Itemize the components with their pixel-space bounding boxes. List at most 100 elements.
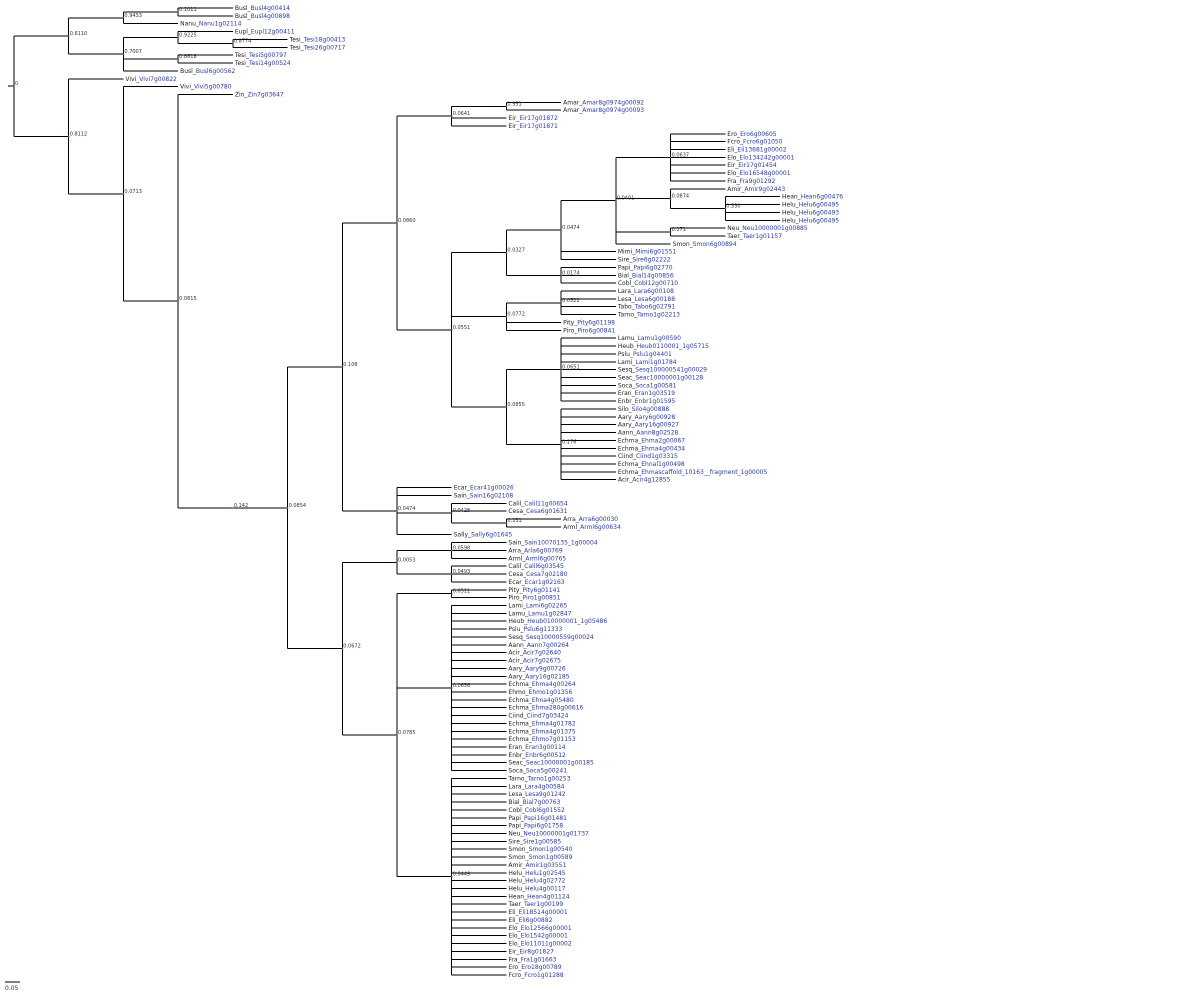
node-marker — [177, 300, 179, 302]
node-marker — [450, 573, 453, 575]
leaf-label: Lara_Lara4g00584 — [508, 783, 564, 790]
leaf-label: Taer_Taer1g01157 — [726, 233, 782, 240]
leaf-label: Arml_Arml6g00634 — [563, 524, 621, 531]
leaf-label: Papi_Papi6g01758 — [508, 823, 563, 830]
leaf-label: Eir_Eir8g01827 — [508, 948, 554, 955]
node-marker — [669, 231, 672, 233]
node-marker — [122, 193, 125, 195]
leaf-label: Amir_Amir9g02443 — [727, 186, 785, 193]
leaf-label: Acir_Acir7g02640 — [508, 650, 561, 657]
leaf-label: Papi_Papi16g01481 — [508, 815, 567, 822]
leaf-label: Heub_Heub010000001_1g05486 — [508, 618, 607, 625]
leaf-label: Vivi_Vivi5g00780 — [180, 84, 232, 91]
leaf-label: Elo_Elo11011g00002 — [508, 941, 571, 948]
leaf-label: Amir_Amir1g03551 — [508, 862, 566, 869]
node-marker — [286, 507, 289, 509]
node-marker — [341, 366, 344, 368]
leaf-label: Tarno_Tarno1g02213 — [617, 312, 680, 319]
leaf-label: Busl_Busl4g00898 — [235, 13, 290, 20]
leaf-label: Tesi_Tesi5g00797 — [234, 52, 287, 59]
support-value: 0.131 — [507, 518, 521, 524]
support-value: 0.0598 — [453, 545, 471, 551]
leaf-label: Acir_Acir4g12855 — [618, 477, 671, 484]
node-marker — [560, 368, 562, 371]
leaf-label: Helu_Helu4g00117 — [508, 886, 565, 893]
support-value: 0.176 — [562, 439, 576, 445]
node-marker — [232, 507, 234, 509]
node-marker — [396, 734, 398, 737]
leaf-label: Ciind_Ciind7g03424 — [508, 713, 568, 720]
leaf-label: Helu_Helu6g00493 — [782, 209, 839, 216]
leaf-label: Heub_Heub0110001_1g05715 — [618, 343, 709, 350]
support-value: 0.0474 — [562, 225, 580, 231]
support-value: 0.0327 — [507, 248, 525, 254]
node-marker — [505, 315, 508, 318]
leaf-label: Elo_Elo134242g00001 — [727, 154, 794, 161]
leaf-label: Echma_Ehma4g01375 — [508, 728, 575, 735]
leaf-label: Enbr_Enbr1g01595 — [618, 398, 676, 405]
leaf-label: Lami_Lami6g02265 — [508, 602, 567, 609]
leaf-label: Enbr_Enbr6g00512 — [508, 752, 566, 759]
support-value: 0.0174 — [562, 270, 580, 276]
leaf-label: Lami_Lami1g01784 — [618, 359, 677, 366]
leaf-label: Pslu_Pslu1g04401 — [618, 351, 672, 358]
leaf-label: Sire_Sire1g00585 — [508, 838, 561, 845]
support-value: 0.0815 — [179, 296, 197, 302]
support-value: 0.0713 — [124, 189, 142, 195]
node-marker — [177, 58, 179, 60]
leaf-label: Bial_Bial7g00763 — [508, 799, 560, 806]
support-value: 0.1011 — [179, 7, 197, 13]
leaf-label: Aary_Aary16g02185 — [508, 673, 569, 680]
leaf-label: Neu_Neu10000001g00885 — [727, 225, 808, 232]
leaf-label: Pity_Pity6g01198 — [563, 319, 615, 326]
support-value: 0 — [15, 81, 18, 87]
support-value: 0.9433 — [124, 13, 142, 19]
leaf-label: Silo_Silo4g00888 — [618, 406, 670, 413]
scale-bar-label: 0.05 — [5, 985, 19, 992]
node-marker — [67, 35, 70, 37]
leaf-label: Echma_Ehma280g00616 — [508, 705, 583, 712]
node-marker — [450, 512, 453, 514]
support-value: 0.0551 — [453, 325, 471, 331]
leaf-label: Tarno_Tarno1g00253 — [507, 775, 570, 782]
node-marker — [122, 53, 125, 55]
node-marker — [450, 549, 453, 552]
leaf-label: Aary_Aary9g00726 — [508, 665, 566, 672]
leaf-label: Eli_Eli18514g00001 — [508, 909, 567, 916]
leaf-label: Amar_Amar8g0974g00093 — [563, 107, 644, 114]
support-value: 0.330 — [726, 203, 740, 209]
leaf-label: Elo_Elo16548g00001 — [727, 170, 790, 177]
leaf-label: Echma_Ehna4g05480 — [508, 697, 573, 704]
leaf-label: Lamu_Lamu1g00590 — [618, 335, 681, 342]
leaf-label: Ero_Ero6g00605 — [727, 131, 776, 138]
leaf-label: Aann_Aann8g02528 — [618, 430, 679, 437]
leaf-label: Eir_Eir17g01872 — [508, 115, 558, 122]
leaf-label: Helu_Helu6g00495 — [782, 202, 839, 209]
leaf-label: Seac_Seac10000001g00128 — [618, 375, 704, 382]
support-value: 0.0493 — [453, 569, 471, 575]
support-value: 0.0428 — [453, 508, 471, 514]
leaf-label: Ecar_Ecar41g00026 — [454, 485, 514, 492]
leaf-label: Lara_Lara6g00108 — [618, 288, 674, 295]
leaf-label: Sain_Sain10070135_1g00004 — [508, 540, 597, 547]
leaf-label: Ero_Ero18g00789 — [508, 964, 561, 971]
leaf-label: Hean_Hean6g00476 — [782, 194, 843, 201]
node-marker — [450, 329, 453, 331]
support-value: 0.0401 — [617, 196, 635, 202]
leaf-label: Tabo_Tabo6g02791 — [617, 304, 676, 311]
node-marker — [177, 36, 179, 39]
leaf-label: Amar_Amar8g0974g00092 — [563, 99, 644, 106]
support-value: 0.0474 — [398, 506, 416, 512]
support-value: 0.0656 — [453, 683, 471, 689]
support-value: 0.0785 — [398, 730, 416, 736]
node-marker — [232, 42, 234, 45]
leaf-label: Eir_Eir17g01871 — [508, 123, 558, 130]
support-value: 0.0772 — [507, 312, 525, 318]
leaf-label: Hean_Hean4g01124 — [508, 893, 569, 900]
leaf-label: Cesa_Cesa6g01631 — [508, 508, 567, 515]
leaf-label: Aary_Aary6g00928 — [618, 414, 676, 421]
leaf-label: Fcro_Fcro6g01050 — [727, 139, 782, 146]
leaf-label: Piro_Piro6g00841 — [563, 327, 615, 334]
leaf-label: Acir_Acir7g02675 — [508, 658, 561, 665]
